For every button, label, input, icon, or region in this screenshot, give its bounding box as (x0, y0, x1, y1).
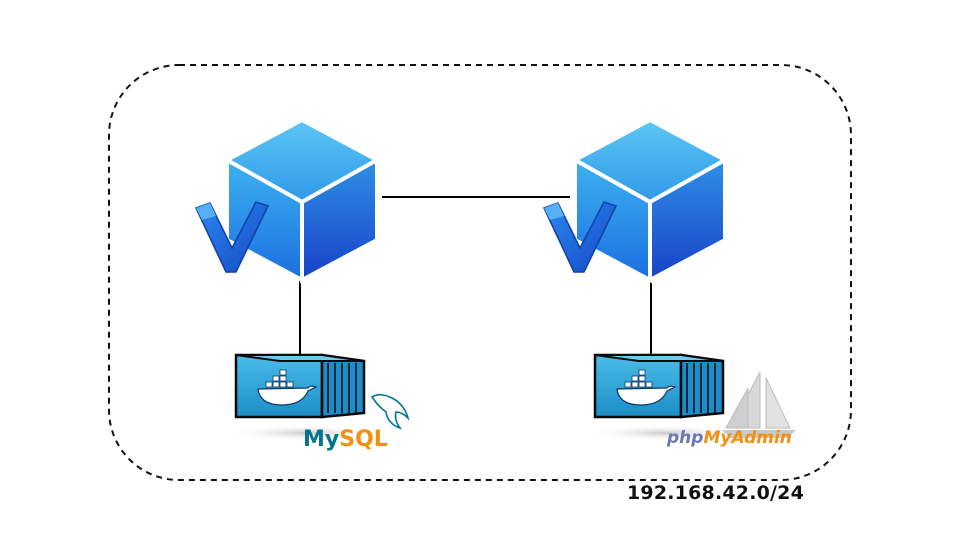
vm-left-cube-icon (194, 118, 379, 282)
phpmyadmin-logo-text: phpMyAdmin (666, 428, 792, 448)
sailboat-icon (722, 371, 796, 438)
vm-right-cube-icon (542, 118, 727, 282)
dolphin-icon (370, 393, 410, 430)
subnet-label: 192.168.42.0/24 (627, 482, 805, 504)
mysql-logo: MySQL (303, 393, 410, 452)
mysql-logo-text: MySQL (303, 427, 388, 452)
network-boundary (108, 64, 852, 481)
phpmyadmin-logo: phpMyAdmin (666, 371, 796, 448)
